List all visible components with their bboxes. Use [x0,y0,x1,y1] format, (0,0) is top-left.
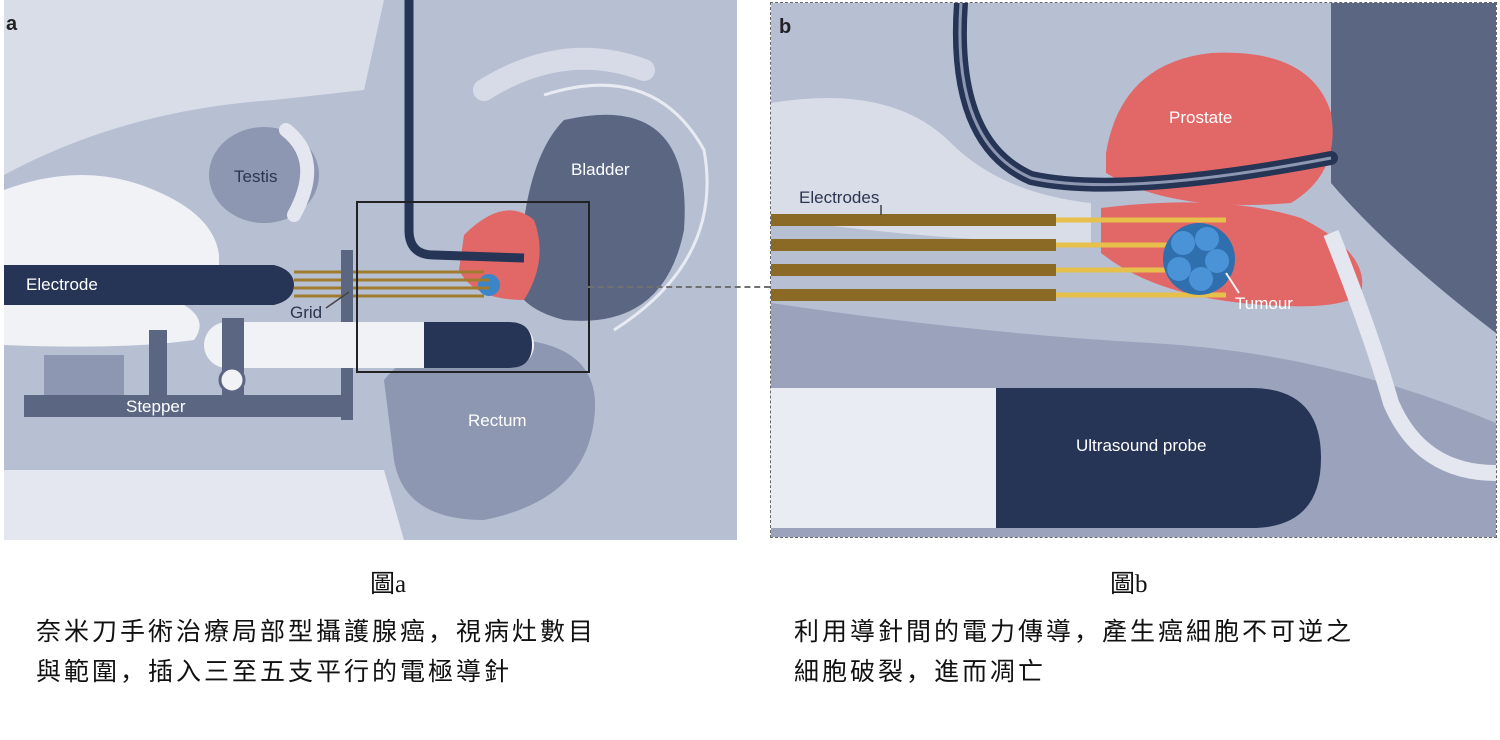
stepper-rail [24,395,344,417]
urethra-b [1323,230,1496,481]
rectum-shape [384,338,596,520]
stepper-knob [218,366,246,394]
panel-a-svg: a Testis Bladder Electrode Grid Stepper … [4,0,737,540]
grid-label: Grid [290,303,322,322]
panel-b-illustration: b Prostate Electrodes Tumour Ultrasound … [770,2,1497,538]
stepper-post-1 [149,330,167,395]
panel-b-letter: b [779,16,791,38]
caption-title-a: 圖a [370,571,407,598]
rectum-label: Rectum [468,411,527,430]
bladder-label: Bladder [571,160,630,179]
electrode-needles-a [294,270,489,298]
caption-a-line-1: 奈米刀手術治療局部型攝護腺癌，視病灶數目 [36,617,597,646]
stepper-label: Stepper [126,397,186,416]
tumour-shape [478,274,500,296]
upper-tissue-b [771,98,1091,243]
stepper-block [44,355,124,395]
ultrasound-probe-label: Ultrasound probe [1076,436,1206,455]
tumour-shape-b [1163,223,1235,295]
prostate-label: Prostate [1169,108,1232,127]
catheter-highlight-b [958,3,1332,187]
probe-tip-a [424,322,532,368]
bladder-shape [510,114,685,321]
hand-upper [4,175,219,265]
panel-b-svg: b Prostate Electrodes Tumour Ultrasound … [771,3,1496,537]
testis-label: Testis [234,167,277,186]
probe-body-b [771,388,1001,528]
zoom-connector-line [588,286,770,288]
probe-tip-b [996,388,1321,528]
tumour-leader-line [1225,272,1240,294]
electrode-label: Electrode [26,275,98,294]
pubic-bone [473,47,655,101]
caption-title-b: 圖b [1110,571,1148,598]
panel-a-illustration: a Testis Bladder Electrode Grid Stepper … [4,0,737,540]
electrodes-label: Electrodes [799,188,879,207]
panel-a-letter: a [6,13,18,35]
caption-a-line-2: 與範圍，插入三至五支平行的電極導針 [36,657,513,686]
testis-outline [279,123,315,222]
catheter [404,0,525,263]
caption-b-line-2: 細胞破裂，進而凋亡 [794,657,1047,686]
electrode-needles-b [771,214,1226,301]
grid-leader-line [325,291,350,309]
ureter-line [543,83,709,332]
tumour-label: Tumour [1235,294,1293,313]
caption-b-line-1: 利用導針間的電力傳導，產生癌細胞不可逆之 [794,617,1355,646]
testis-shape [209,127,319,223]
bladder-wall-b [1331,3,1496,333]
lower-skin [4,470,404,540]
electrode-handle [4,265,294,305]
hand-lower [4,298,200,347]
